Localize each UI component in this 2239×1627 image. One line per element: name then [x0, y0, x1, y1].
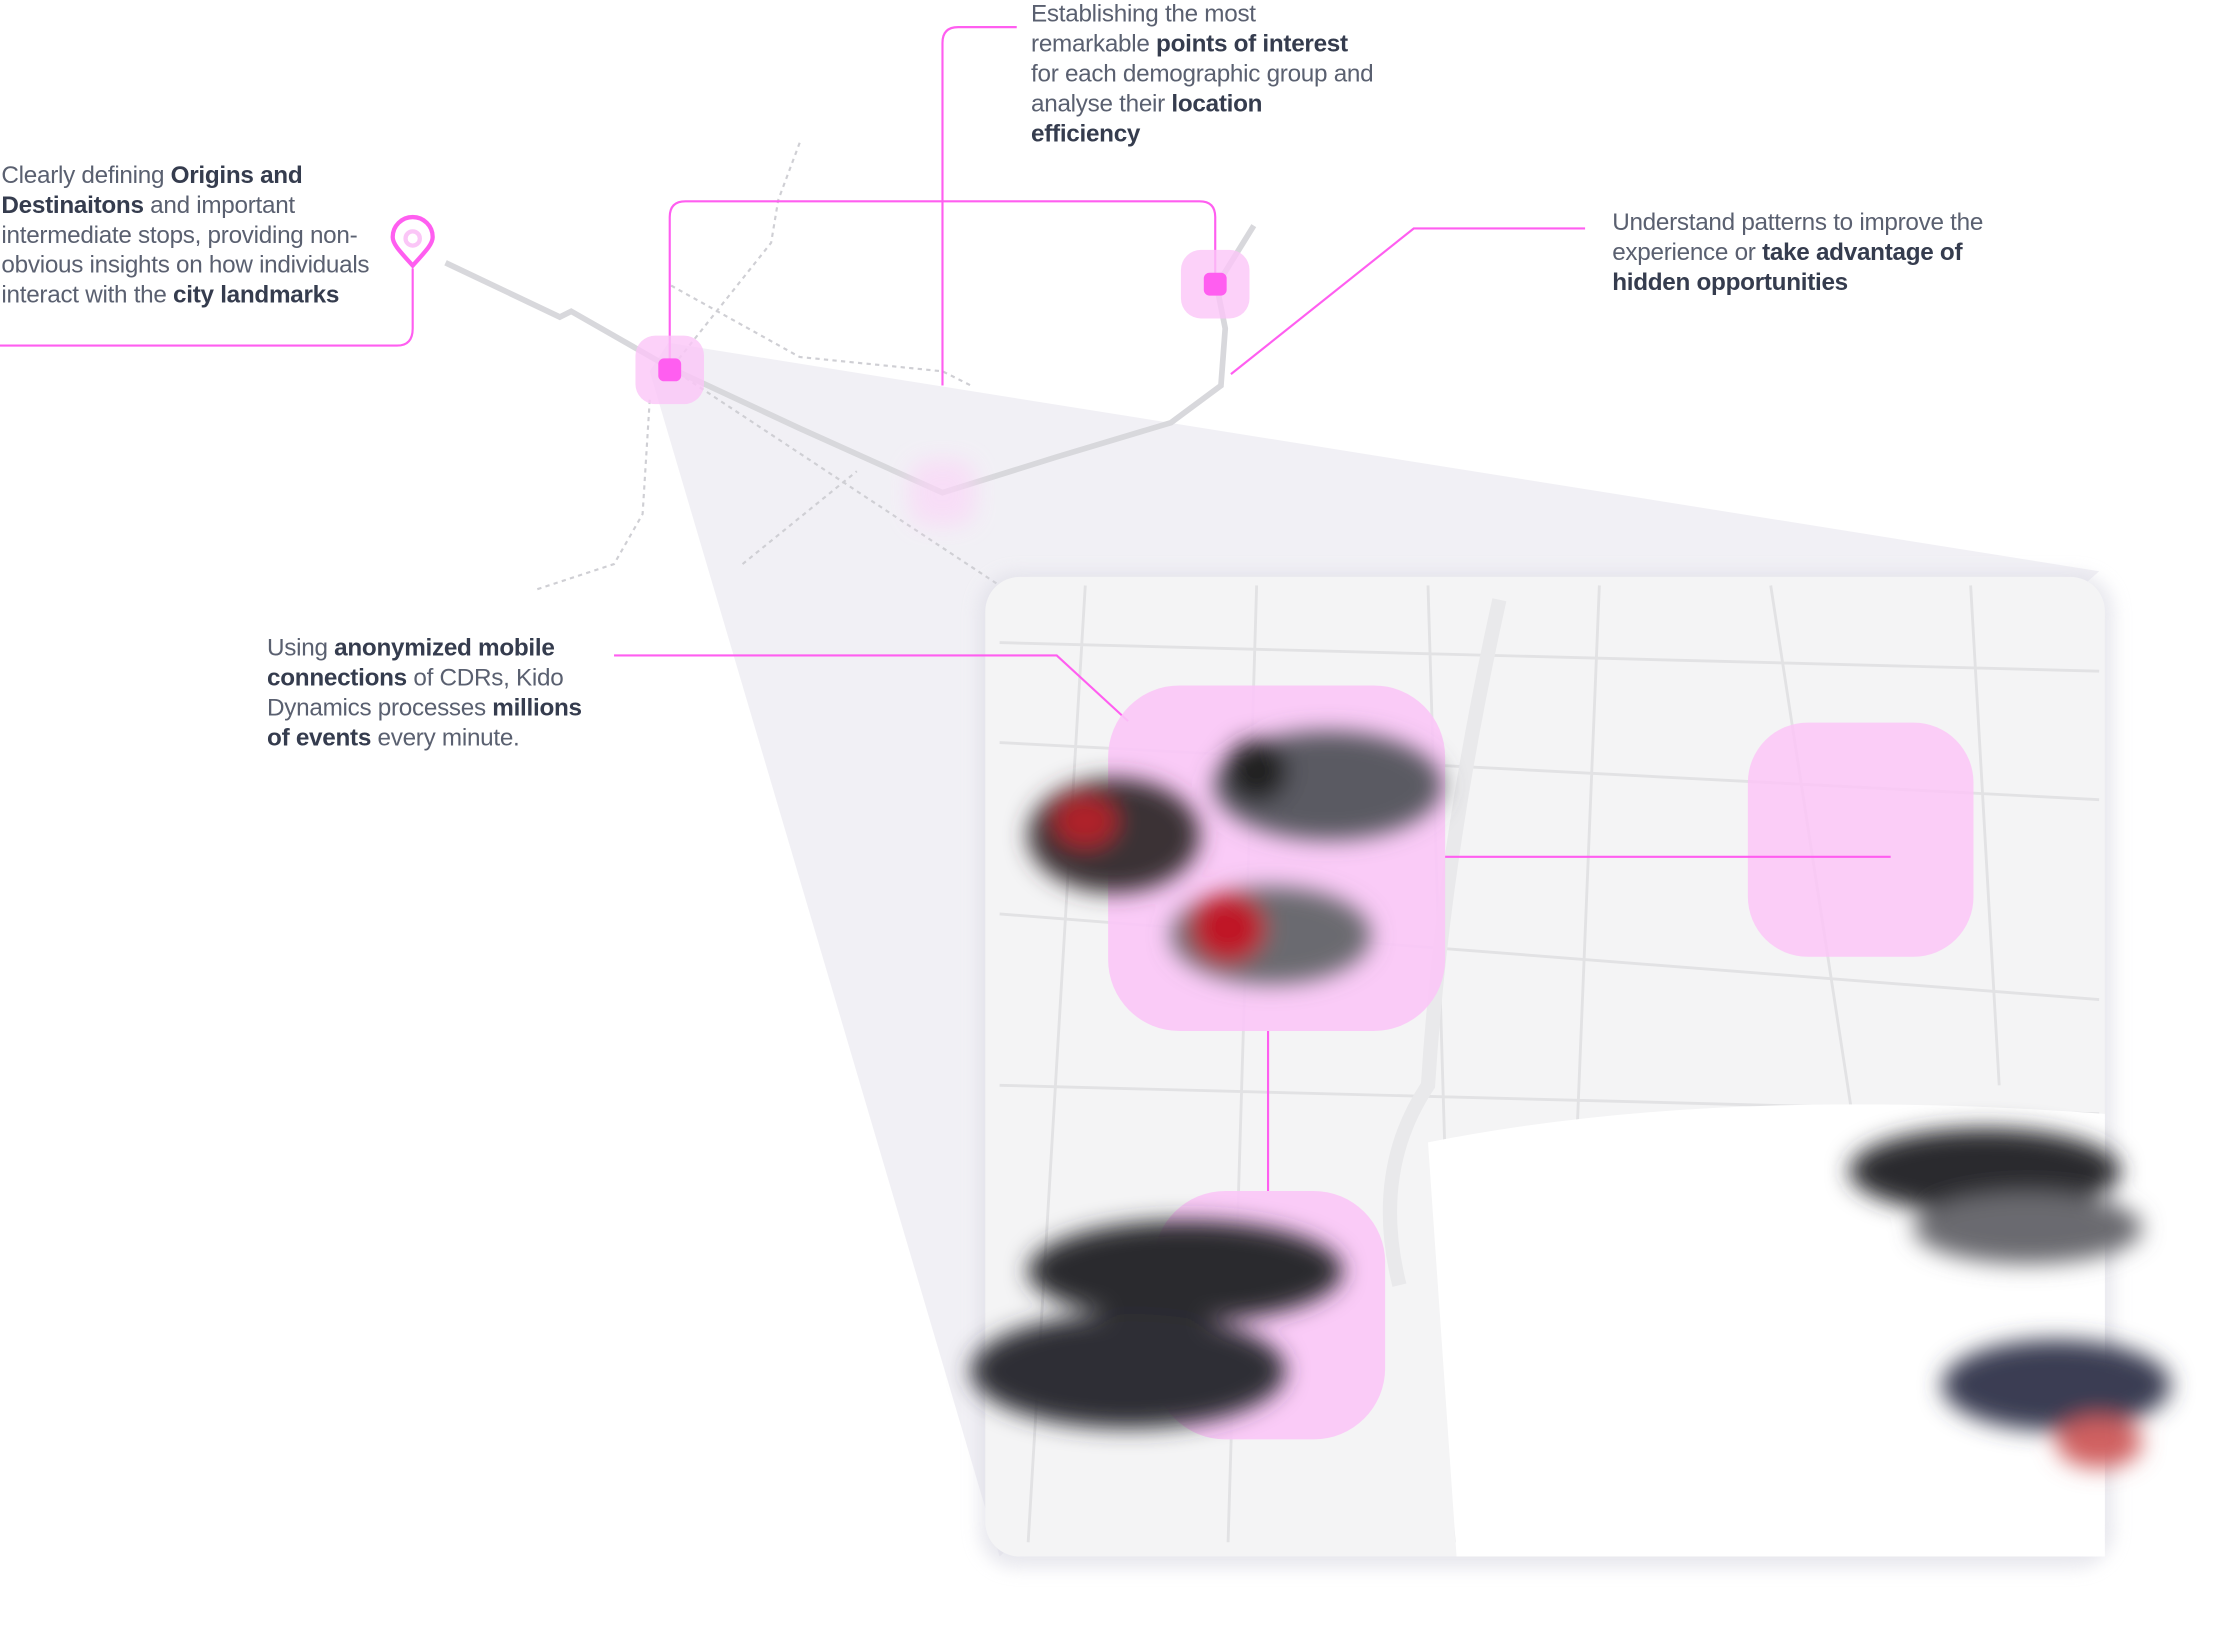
- connector-origins: [0, 268, 414, 347]
- callout-origins: Clearly defining Origins and Destinaiton…: [1, 160, 375, 310]
- people-group-3: [971, 1220, 1343, 1428]
- callout-emphasis: Origins and Destinaitons: [1, 161, 303, 219]
- connector-top: [668, 200, 1217, 369]
- node-poi: [1203, 272, 1227, 296]
- callout-text: Establishing the most remarkable: [1031, 0, 1256, 58]
- callout-text: for each demographic group and analyse t…: [1031, 59, 1374, 118]
- callout-mobile-connections: Using anonymized mobile connections of C…: [267, 633, 610, 753]
- callout-points-of-interest: Establishing the most remarkable points …: [1031, 0, 1374, 149]
- connector-poi: [941, 26, 1017, 386]
- callout-emphasis: anonymized mobile connections: [267, 634, 555, 692]
- connector-patterns: [1230, 227, 1586, 375]
- callout-emphasis: points of interest: [1156, 29, 1348, 58]
- people-group-4: [1849, 1128, 2171, 1468]
- callout-emphasis: location efficiency: [1031, 89, 1263, 148]
- callout-text: Clearly defining: [1, 161, 171, 189]
- people-group-1: [1028, 731, 1443, 984]
- callout-emphasis: millions of events: [267, 694, 582, 752]
- callout-text: and important intermediate stops, provid…: [1, 191, 370, 309]
- callout-text: every minute.: [371, 723, 520, 752]
- callout-text: Understand patterns to improve the exper…: [1612, 208, 1984, 266]
- callout-emphasis: take advantage of hidden opportunities: [1612, 238, 1963, 296]
- callout-text: Using: [267, 634, 335, 662]
- zone-group-2: [1747, 722, 1974, 957]
- node-origin: [658, 358, 682, 382]
- callout-text: of CDRs, Kido Dynamics processes: [267, 664, 564, 722]
- node-mid-halo: [909, 459, 976, 526]
- map-pin-icon: [390, 214, 435, 269]
- callout-patterns: Understand patterns to improve the exper…: [1612, 207, 1986, 297]
- callout-emphasis: city landmarks: [173, 281, 340, 309]
- route-line: [444, 224, 1257, 496]
- connector-mobile: [614, 654, 1129, 722]
